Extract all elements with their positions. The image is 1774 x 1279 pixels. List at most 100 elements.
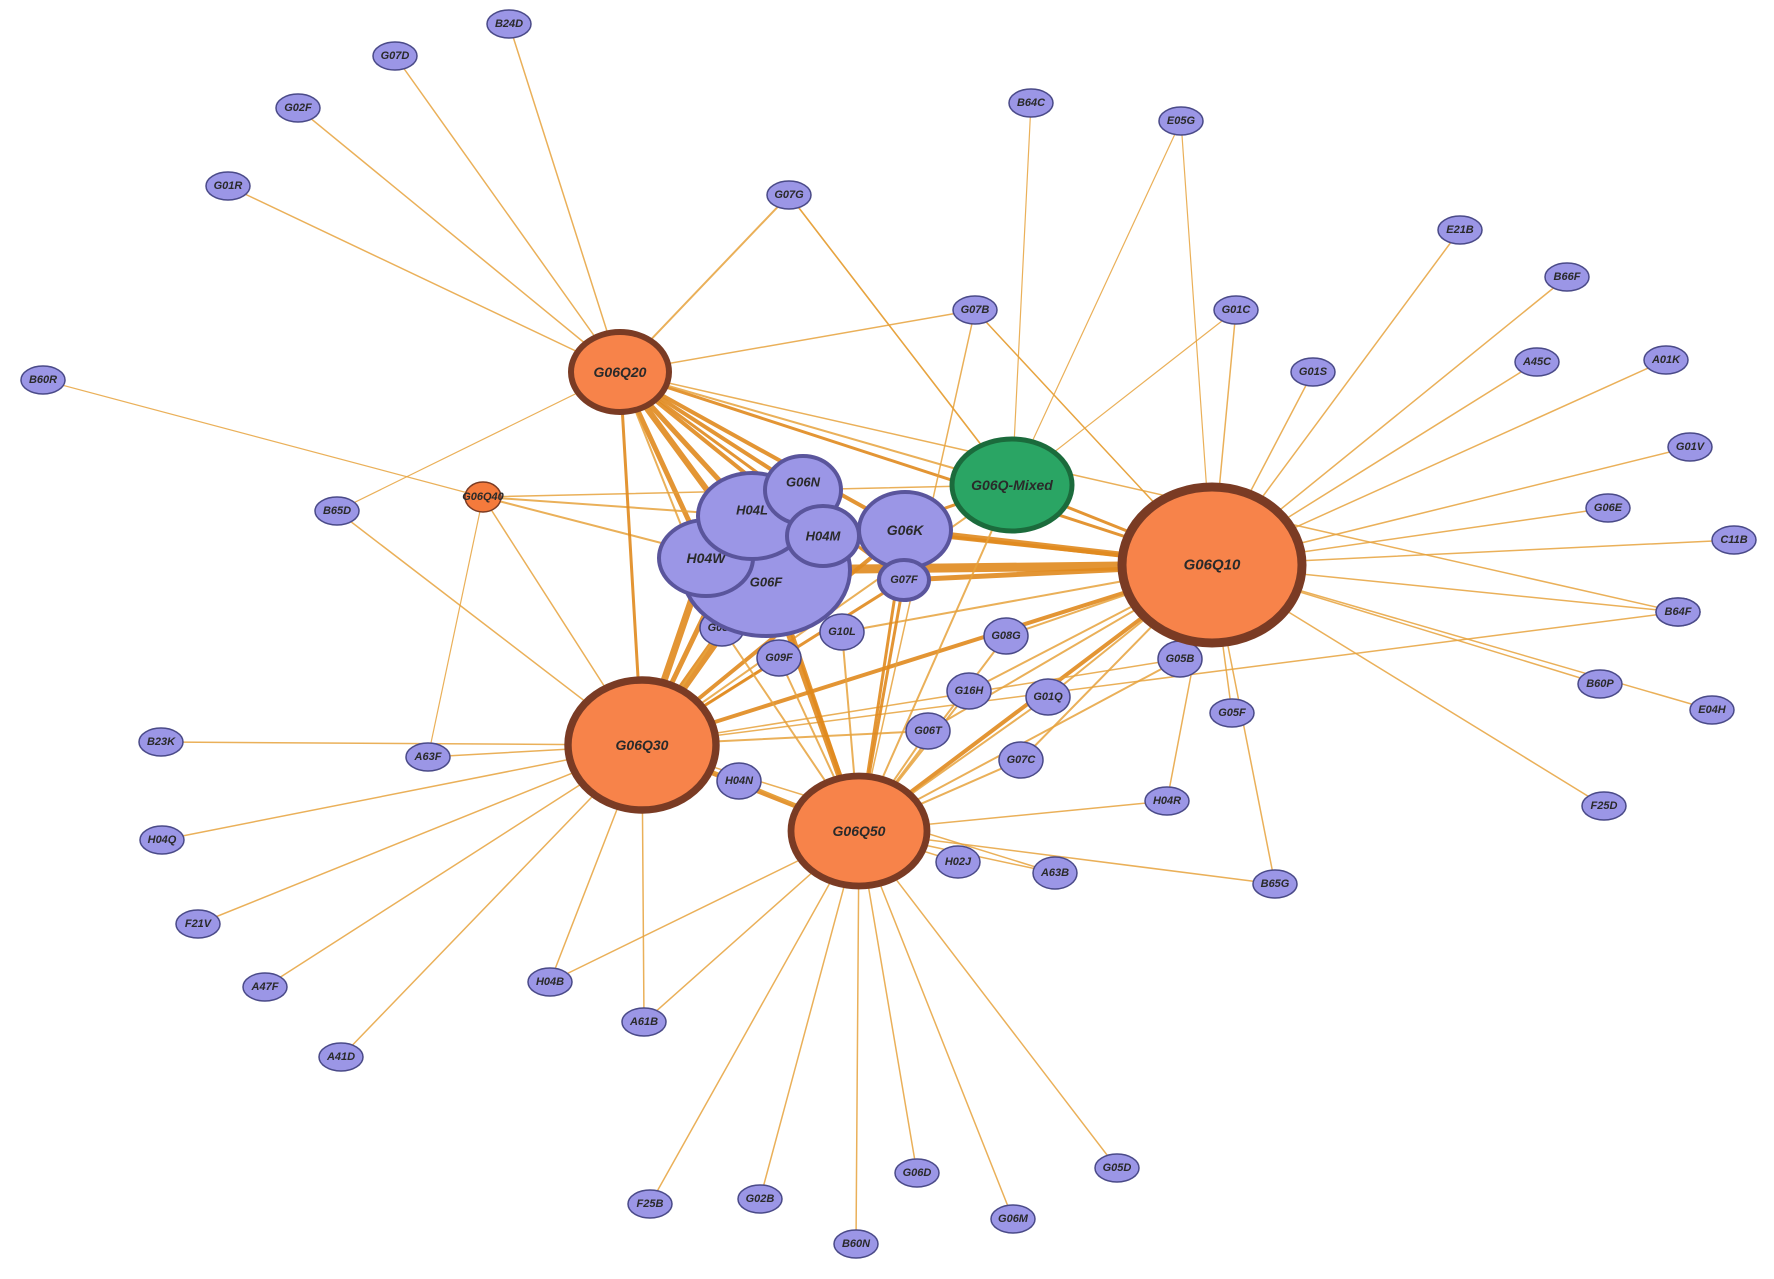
node-g10l[interactable]: G10L [819,613,865,651]
node-shape-g01s [1290,357,1336,387]
edge-layer [42,23,1735,1245]
node-g06q10[interactable]: G06Q10 [1117,482,1307,648]
node-shape-b64c [1008,88,1054,118]
node-shape-a61b [621,1007,667,1037]
node-g06q20[interactable]: G06Q20 [568,329,672,415]
node-g05b[interactable]: G05B [1157,640,1203,678]
node-b60p[interactable]: B60P [1577,669,1623,699]
node-b65d[interactable]: B65D [314,496,360,526]
node-g02f[interactable]: G02F [275,93,321,123]
node-g02b[interactable]: G02B [737,1184,783,1214]
edge-g06q30-b23k [160,741,643,746]
node-g06q50[interactable]: G06Q50 [787,772,931,890]
node-shape-g06e [1585,493,1631,523]
node-b60n[interactable]: B60N [833,1229,879,1259]
edge-g06q20-g07b [619,309,976,373]
node-g06m[interactable]: G06M [990,1204,1036,1234]
node-shape-c11b [1711,525,1757,555]
node-shape-a45c [1514,347,1560,377]
node-shape-a01k [1643,345,1689,375]
node-shape-g07f [877,558,931,602]
node-shape-b65g [1252,869,1298,899]
node-a63b[interactable]: A63B [1032,856,1078,890]
node-g07d[interactable]: G07D [372,41,418,71]
node-shape-b65d [314,496,360,526]
edge-g06q20-g02f [297,107,621,373]
node-a63f[interactable]: A63F [405,742,451,772]
node-g07b[interactable]: G07B [952,295,998,325]
node-shape-g01r [205,171,251,201]
node-g07g[interactable]: G07G [766,180,812,210]
node-shape-h04b [527,967,573,997]
node-e05g[interactable]: E05G [1158,106,1204,136]
node-h02j[interactable]: H02J [935,845,981,879]
node-g05f[interactable]: G05F [1209,698,1255,728]
node-shape-f21v [175,909,221,939]
node-f25d[interactable]: F25D [1581,791,1627,821]
edge-g06q50-g02b [759,830,860,1200]
node-g06q30[interactable]: G06Q30 [564,676,720,814]
node-g07c[interactable]: G07C [998,741,1044,779]
node-shape-g10l [819,613,865,651]
node-shape-g01v [1667,432,1713,462]
node-g09f[interactable]: G09F [756,639,802,677]
node-shape-g06q30 [564,676,720,814]
node-e04h[interactable]: E04H [1689,695,1735,725]
node-g05d[interactable]: G05D [1094,1153,1140,1183]
node-a45c[interactable]: A45C [1514,347,1560,377]
node-g01v[interactable]: G01V [1667,432,1713,462]
node-shape-b23k [138,727,184,757]
node-shape-g02f [275,93,321,123]
edge-g06q20-b24d [508,23,621,373]
node-h04q[interactable]: H04Q [139,825,185,855]
node-g01r[interactable]: G01R [205,171,251,201]
node-b60r[interactable]: B60R [20,365,66,395]
edge-g06q20-g06k [618,370,907,532]
node-shape-g06q50 [787,772,931,890]
node-b24d[interactable]: B24D [486,9,532,39]
node-f21v[interactable]: F21V [175,909,221,939]
node-g01c[interactable]: G01C [1213,295,1259,325]
node-b66f[interactable]: B66F [1544,262,1590,292]
node-g06q-mixed[interactable]: G06Q-Mixed [949,436,1075,534]
node-g06d[interactable]: G06D [894,1158,940,1188]
node-g08g[interactable]: G08G [983,617,1029,655]
node-e21b[interactable]: E21B [1437,215,1483,245]
node-f25b[interactable]: F25B [627,1189,673,1219]
node-shape-h02j [935,845,981,879]
node-g16h[interactable]: G16H [946,672,992,710]
node-b64f[interactable]: B64F [1655,597,1701,627]
node-h04b[interactable]: H04B [527,967,573,997]
node-g06e[interactable]: G06E [1585,493,1631,523]
edge-g06q40-b60r [42,379,484,498]
node-shape-g01c [1213,295,1259,325]
node-shape-a63b [1032,856,1078,890]
node-a61b[interactable]: A61B [621,1007,667,1037]
node-h04n[interactable]: H04N [716,762,762,800]
node-shape-g05d [1094,1153,1140,1183]
node-b65g[interactable]: B65G [1252,869,1298,899]
node-g01q[interactable]: G01Q [1025,678,1071,716]
node-shape-b24d [486,9,532,39]
node-shape-g06t [905,712,951,750]
node-a47f[interactable]: A47F [242,972,288,1002]
node-g07f[interactable]: G07F [877,558,931,602]
edge-g07g-g06q-mixed [788,194,1013,486]
node-shape-e21b [1437,215,1483,245]
node-b23k[interactable]: B23K [138,727,184,757]
node-h04r[interactable]: H04R [1144,786,1190,816]
node-a41d[interactable]: A41D [318,1042,364,1072]
node-g06t[interactable]: G06T [905,712,951,750]
node-shape-g16h [946,672,992,710]
node-a01k[interactable]: A01K [1643,345,1689,375]
node-g06q40[interactable]: G06Q40 [462,481,505,513]
node-b64c[interactable]: B64C [1008,88,1054,118]
node-shape-e05g [1158,106,1204,136]
node-c11b[interactable]: C11B [1711,525,1757,555]
node-h04m[interactable]: H04M [785,504,861,568]
node-g01s[interactable]: G01S [1290,357,1336,387]
edge-g06q20-g01r [227,185,621,373]
node-g06k[interactable]: G06K [857,490,953,570]
node-shape-b60p [1577,669,1623,699]
